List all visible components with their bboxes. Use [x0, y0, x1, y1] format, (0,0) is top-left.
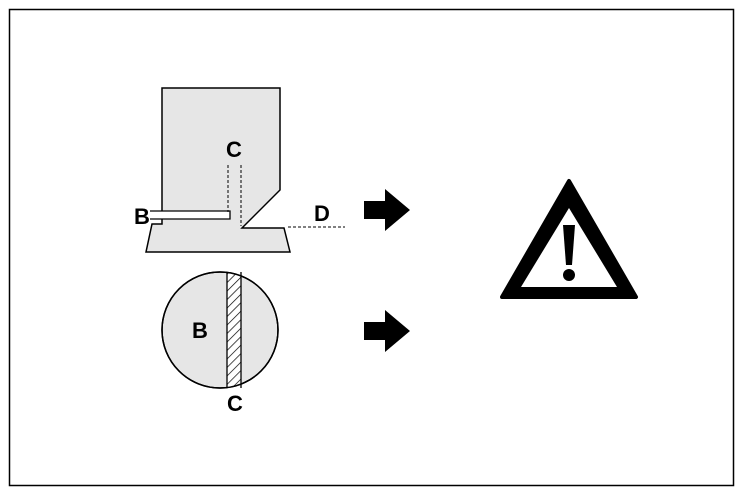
- circle-section: [161, 271, 279, 389]
- warning-icon: [500, 179, 638, 299]
- slot-b: [150, 210, 231, 220]
- right-arrow-icon: [364, 189, 410, 231]
- right-arrow-icon: [364, 310, 410, 352]
- label-b-circle: B: [192, 318, 208, 343]
- outer-frame: [8, 8, 735, 487]
- label-b-top: B: [134, 204, 150, 229]
- upper-body: [145, 87, 291, 253]
- label-d: D: [314, 201, 330, 226]
- label-c-top: C: [226, 137, 242, 162]
- label-c-bottom: C: [227, 391, 243, 416]
